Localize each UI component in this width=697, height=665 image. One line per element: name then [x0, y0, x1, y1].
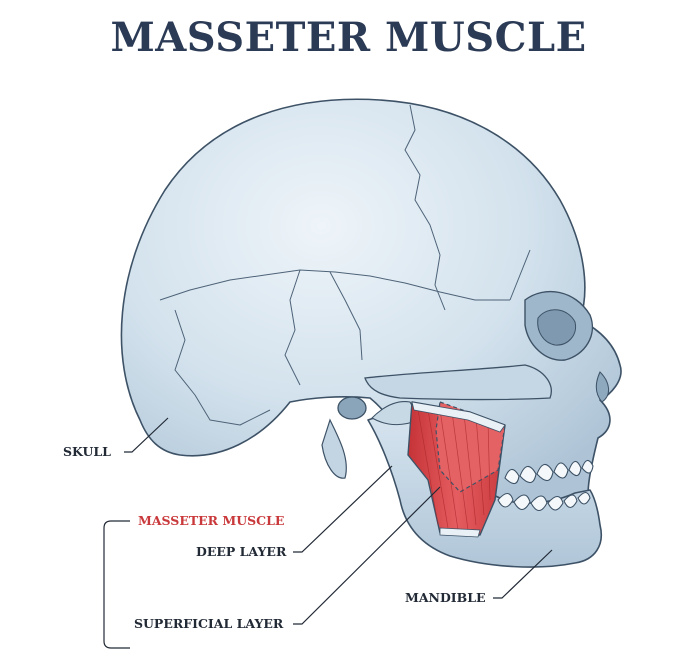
label-masseter-muscle: MASSETER MUSCLE	[138, 513, 285, 528]
mastoid-process	[321, 418, 347, 479]
page-title: MASSETER MUSCLE	[110, 14, 587, 61]
deep-layer-leader	[293, 465, 393, 553]
nasal-cavity	[595, 371, 609, 403]
label-superficial-layer: SUPERFICIAL LAYER	[134, 616, 284, 631]
label-deep-layer: DEEP LAYER	[196, 544, 287, 559]
skull-leader	[124, 417, 169, 453]
masseter-bracket	[103, 520, 130, 649]
lower-teeth	[497, 491, 591, 512]
label-skull: SKULL	[63, 444, 111, 459]
superficial-layer-leader	[293, 486, 441, 625]
masseter-muscle	[407, 401, 506, 538]
label-mandible: MANDIBLE	[405, 590, 486, 605]
upper-teeth	[504, 459, 594, 485]
cranium	[120, 98, 622, 523]
ear-canal	[337, 396, 367, 420]
zygomatic-arch	[364, 364, 552, 401]
mandible-leader	[493, 549, 553, 599]
